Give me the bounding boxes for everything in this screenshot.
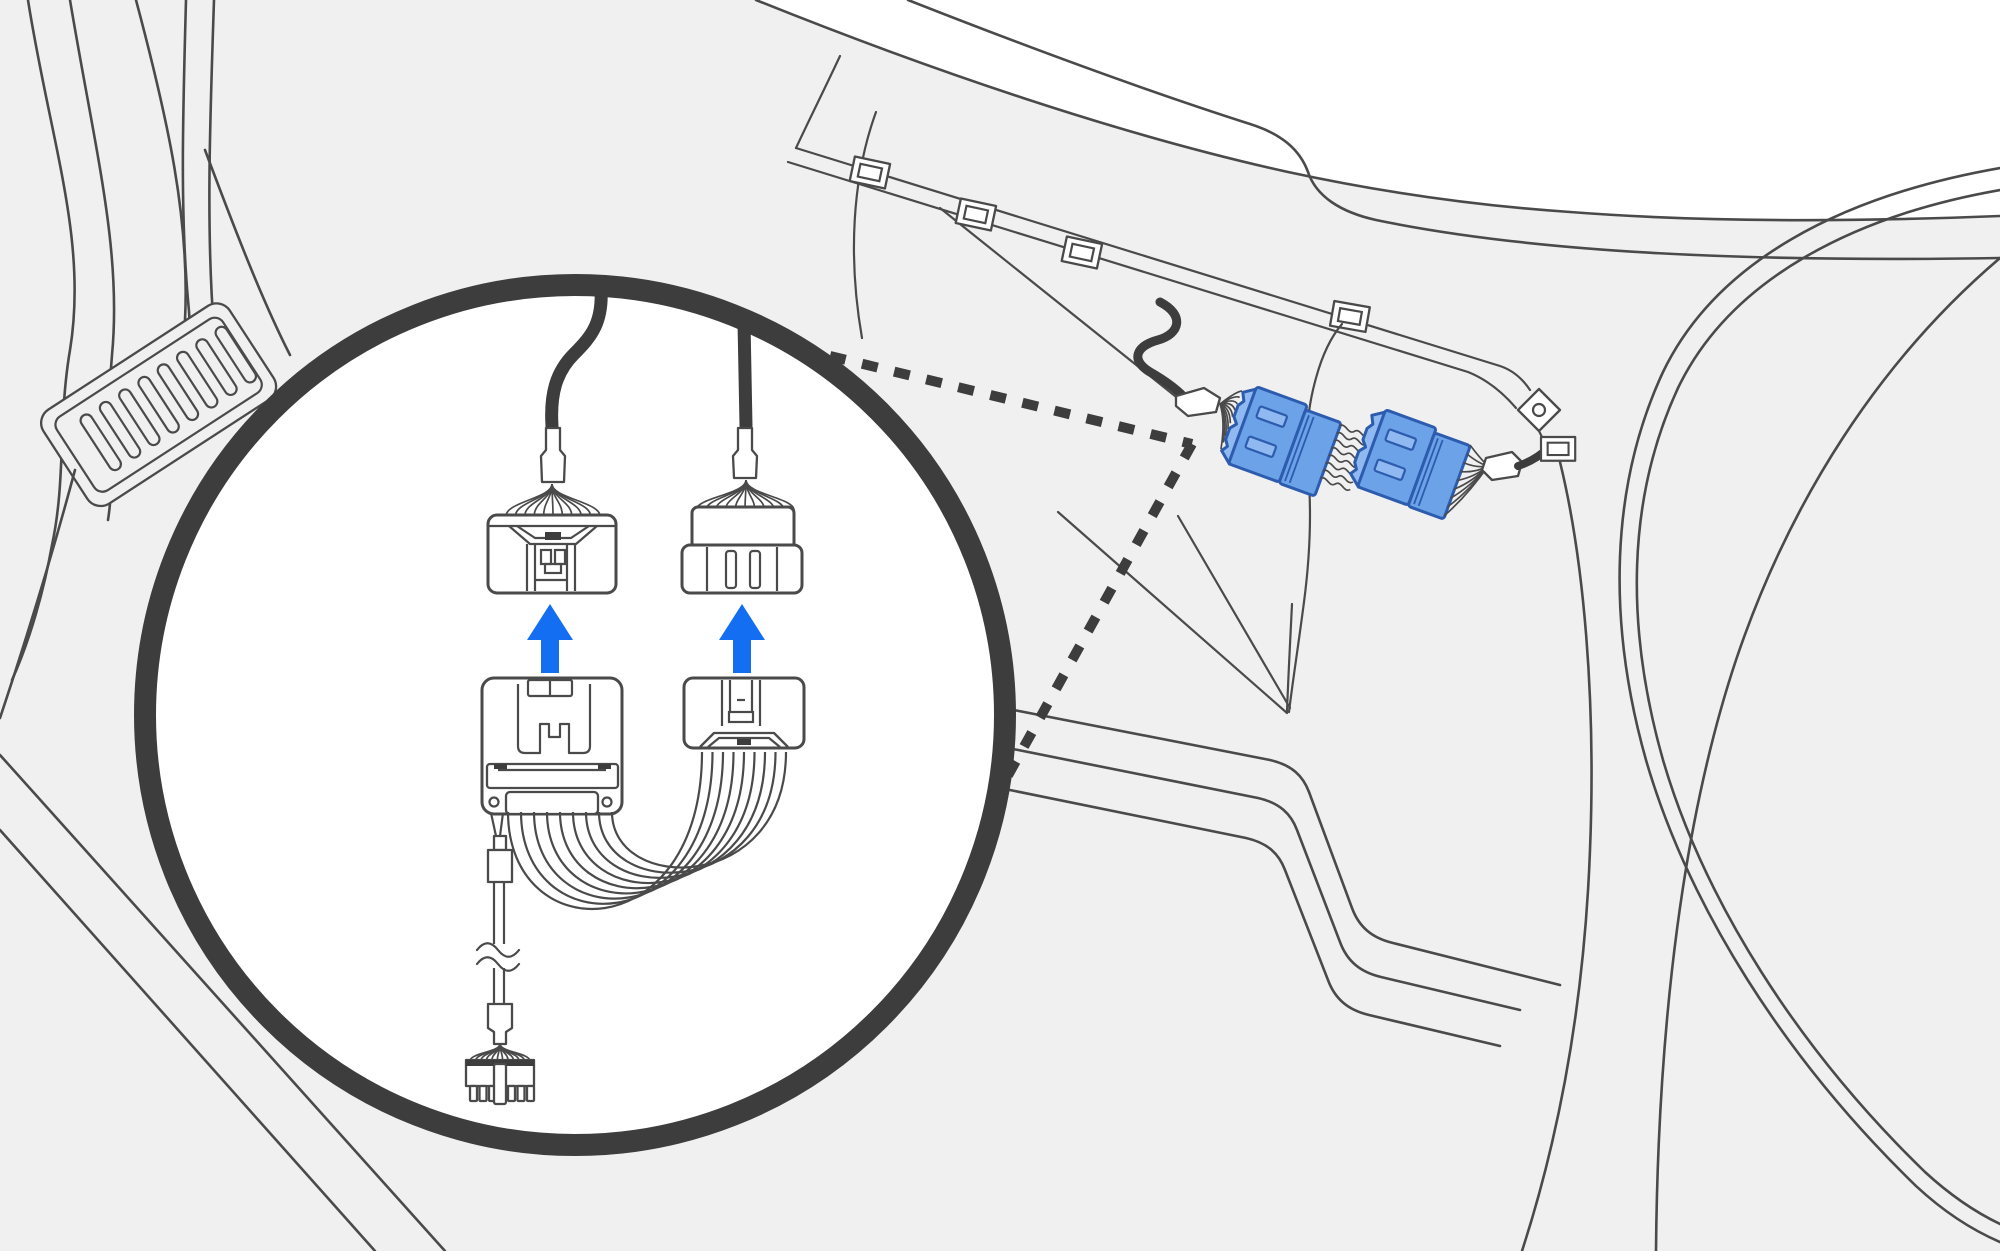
console-lines: [1520, 166, 2000, 1251]
wire-fan-left: [505, 483, 601, 517]
pedal-ribs: [79, 325, 258, 472]
obd-pigtail-connector: [464, 1058, 536, 1106]
pillar-edge-line: [794, 54, 842, 150]
floor-line-left: [0, 468, 77, 720]
sill-clip: [1328, 299, 1371, 334]
wire-strand: [571, 751, 756, 885]
door-opening: [756, 0, 2000, 221]
sill-step-line-2: [786, 160, 1518, 410]
insertion-arrow-right: [719, 604, 765, 673]
wire-strand: [1327, 454, 1359, 469]
pedal-rib: [156, 363, 200, 422]
harness-fan-left: [1219, 390, 1243, 450]
door-sill-outer-line: [754, 0, 2000, 222]
wire-strand: [519, 751, 714, 905]
sill-step-line-1: [794, 146, 1532, 392]
ribbon-wires: [506, 751, 788, 911]
wire-strand: [1319, 476, 1351, 492]
callout-leader-line: [828, 351, 1194, 449]
kick-panel-line: [1520, 460, 1593, 1251]
cable-terminal-left: [1174, 386, 1222, 418]
wire-strand: [558, 751, 746, 890]
vehicle-connector-left: [486, 281, 618, 595]
callout: [828, 351, 1197, 791]
harness-plug-right: [682, 676, 806, 750]
cable-break-symbol: [475, 942, 521, 972]
door-seal-line: [852, 110, 878, 340]
insertion-arrow-left: [527, 604, 573, 673]
floor-diagonal-2: [0, 828, 377, 1251]
harness-lead-cable: [1133, 297, 1188, 401]
vehicle-cable-right: [737, 315, 753, 433]
wire-strand: [584, 751, 767, 879]
vehicle-connector-right: [680, 315, 804, 595]
wire-strand: [506, 751, 704, 911]
pedal-rib: [214, 325, 258, 384]
wire-strand: [610, 751, 788, 869]
crimp-sleeve: [731, 426, 759, 480]
latch-key: [545, 532, 561, 540]
cable-terminal-right: [1480, 450, 1524, 482]
harness-location: [1133, 297, 1577, 521]
floor-lines: [998, 322, 1562, 1048]
wire-strand: [1336, 431, 1368, 446]
accelerator-pedal: [40, 302, 278, 508]
door-sill-inner-line: [906, 0, 2000, 261]
vehicle-cable-left: [545, 281, 608, 433]
harness-plug-left: [480, 676, 624, 816]
screw-hole: [488, 796, 500, 808]
mounting-hole: [1531, 402, 1547, 418]
wire-strand: [532, 751, 725, 900]
pedal-rib: [137, 375, 180, 434]
wire-strand: [1322, 469, 1354, 484]
obd-pin: [468, 1084, 479, 1103]
obd-pin: [506, 1084, 517, 1103]
pedal-rib: [98, 400, 142, 459]
wire-strand: [745, 479, 795, 511]
pedal-rib: [175, 350, 219, 409]
screw-hole: [601, 796, 613, 808]
latch-key: [737, 739, 751, 745]
wire-strand: [1219, 403, 1224, 450]
crimp-sleeve: [539, 426, 567, 484]
obd-center-pin: [492, 1062, 508, 1106]
obd-pin: [525, 1084, 536, 1103]
wire-strand: [597, 751, 777, 874]
obd-pin: [478, 1084, 488, 1103]
pedal-rib: [79, 413, 123, 472]
floor-diagonal-1: [0, 753, 447, 1251]
pedal-rib: [195, 338, 238, 397]
magnifier-circle: [134, 274, 1016, 1156]
wire-strand: [545, 751, 735, 895]
wire-strand: [551, 483, 601, 517]
magnified-view: [464, 281, 806, 1106]
obd-pigtail: [464, 812, 536, 1106]
sill-clip: [1539, 435, 1577, 462]
obd-pin: [516, 1084, 526, 1103]
pedal-rib: [118, 388, 161, 447]
